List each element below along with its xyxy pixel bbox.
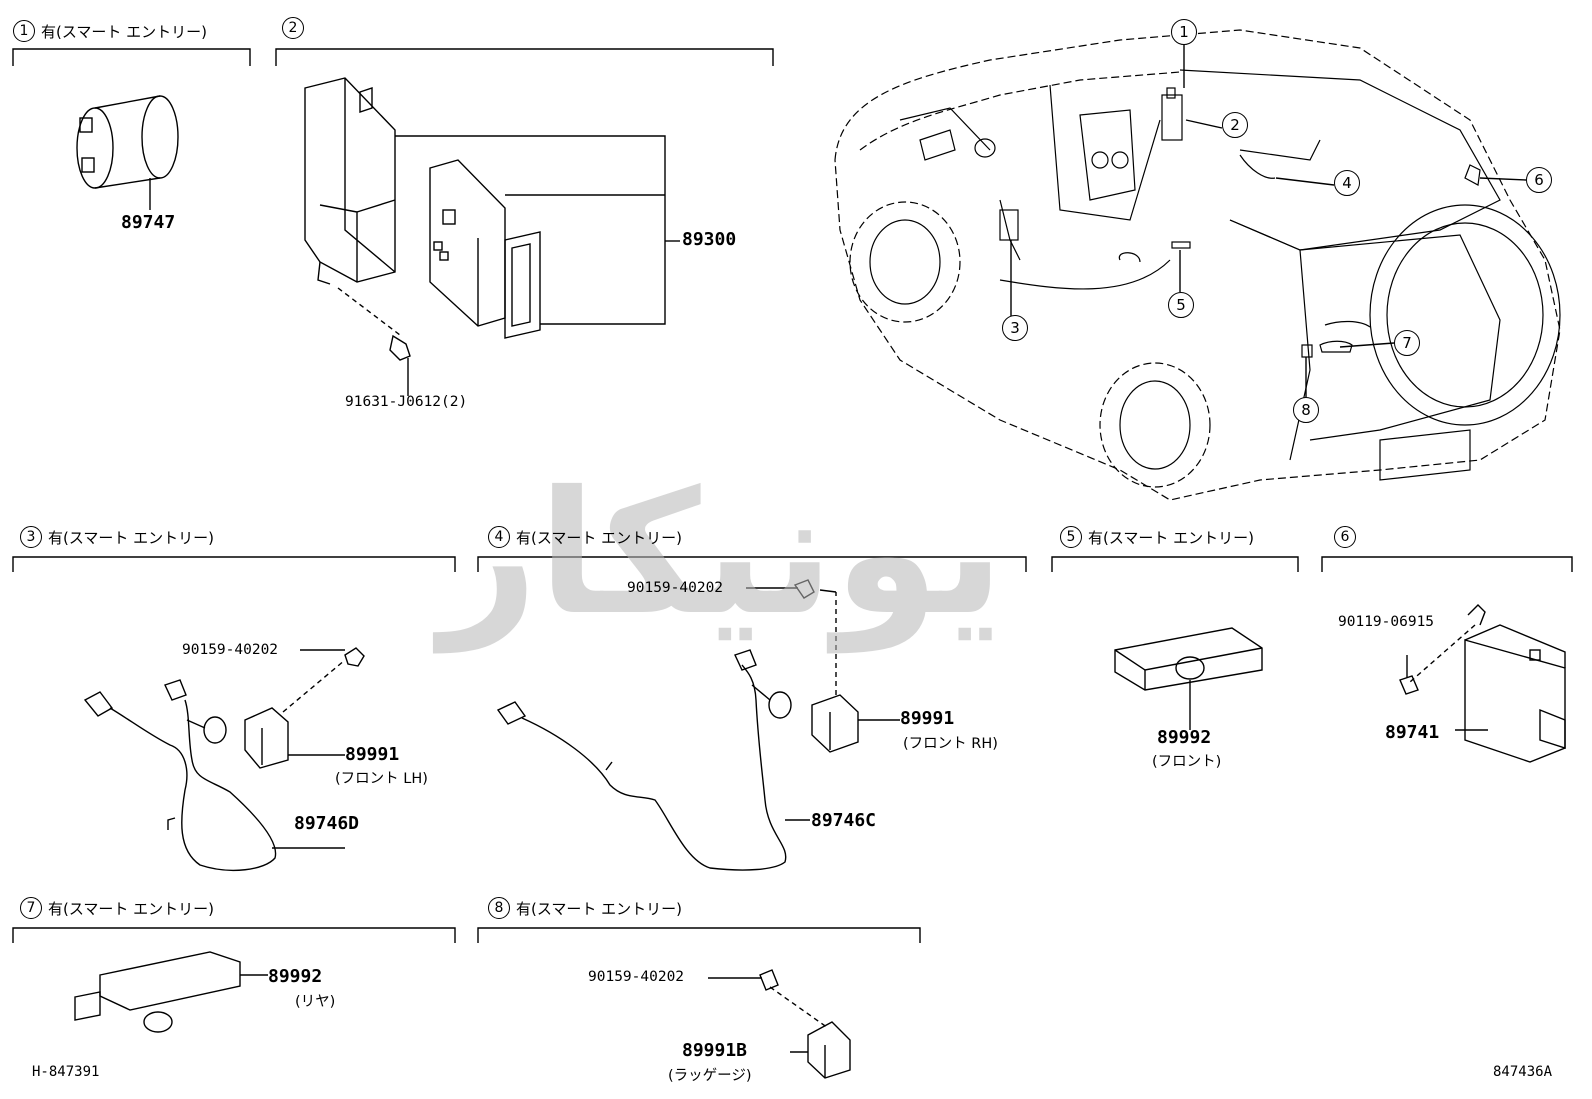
- part-89991b-drawing: [708, 969, 851, 1079]
- vehicle-callout-2[interactable]: 2: [1222, 112, 1248, 138]
- section-number: 3: [20, 526, 42, 548]
- section-number: 8: [488, 897, 510, 919]
- part-sub-89992-front: (フロント): [1152, 754, 1222, 770]
- watermark: یونیکار: [440, 455, 1010, 653]
- part-89300-drawing: [304, 77, 680, 396]
- part-89746c-drawing: [496, 649, 810, 871]
- section-header-6: 6: [1334, 526, 1356, 548]
- part-number-89992-front[interactable]: 89992: [1157, 727, 1212, 748]
- part-number-89992-rear[interactable]: 89992: [268, 966, 323, 987]
- part-number-89991-lh[interactable]: 89991: [345, 744, 400, 765]
- part-sub-89991-lh: (フロント LH): [335, 771, 428, 787]
- part-number-89991b[interactable]: 89991B: [682, 1040, 748, 1061]
- part-89747-drawing: [76, 95, 179, 210]
- part-89992-front-drawing: [1114, 627, 1263, 730]
- vehicle-callout-8[interactable]: 8: [1293, 397, 1319, 423]
- section-number: 4: [488, 526, 510, 548]
- section-header-5: 5 有(スマート エントリー): [1060, 526, 1254, 548]
- illustration-ref-right: 847436A: [1493, 1064, 1553, 1080]
- section-number: 2: [282, 17, 304, 39]
- part-number-90159-lh[interactable]: 90159-40202: [182, 642, 279, 658]
- part-number-90119[interactable]: 90119-06915: [1338, 614, 1435, 630]
- part-sub-89991b: (ラッゲージ): [668, 1068, 752, 1084]
- section-header-2: 2: [282, 17, 304, 39]
- vehicle-callout-1[interactable]: 1: [1171, 19, 1197, 45]
- section-number: 1: [13, 20, 35, 42]
- callout-leaders: [1010, 45, 1527, 397]
- section-label: 有(スマート エントリー): [1088, 528, 1255, 547]
- part-number-91631[interactable]: 91631-J0612(2): [345, 394, 468, 410]
- section-number: 6: [1334, 526, 1356, 548]
- illustration-ref-left: H-847391: [32, 1064, 100, 1080]
- part-89992-rear-drawing: [74, 951, 268, 1033]
- section-label: 有(スマート エントリー): [48, 528, 215, 547]
- section-label: 有(スマート エントリー): [516, 528, 683, 547]
- part-number-89746d[interactable]: 89746D: [294, 813, 360, 834]
- section-number: 5: [1060, 526, 1082, 548]
- section-label: 有(スマート エントリー): [516, 899, 683, 918]
- section-brackets: [12, 48, 1573, 943]
- part-number-90159-rh[interactable]: 90159-40202: [627, 580, 724, 596]
- section-label: 有(スマート エントリー): [48, 899, 215, 918]
- section-header-7: 7 有(スマート エントリー): [20, 897, 214, 919]
- part-number-89991-rh[interactable]: 89991: [900, 708, 955, 729]
- vehicle-drawing: [834, 29, 1561, 501]
- part-sub-89992-rear: (リヤ): [295, 994, 336, 1010]
- part-sub-89991-rh: (フロント RH): [903, 736, 998, 752]
- vehicle-callout-5[interactable]: 5: [1168, 292, 1194, 318]
- part-89991-rh-drawing: [746, 579, 900, 753]
- vehicle-callout-6[interactable]: 6: [1526, 167, 1552, 193]
- section-header-1: 1 有(スマート エントリー): [13, 20, 207, 42]
- part-number-89741[interactable]: 89741: [1385, 722, 1440, 743]
- part-number-89300[interactable]: 89300: [682, 229, 737, 250]
- part-number-89747[interactable]: 89747: [121, 212, 176, 233]
- section-label: 有(スマート エントリー): [41, 22, 208, 41]
- part-number-90159-luggage[interactable]: 90159-40202: [588, 969, 685, 985]
- part-89741-drawing: [1399, 604, 1566, 763]
- section-header-8: 8 有(スマート エントリー): [488, 897, 682, 919]
- section-number: 7: [20, 897, 42, 919]
- section-header-3: 3 有(スマート エントリー): [20, 526, 214, 548]
- part-89991-lh-drawing: [244, 647, 365, 769]
- part-number-89746c[interactable]: 89746C: [811, 810, 877, 831]
- part-89746d-drawing: [83, 679, 345, 872]
- vehicle-callout-7[interactable]: 7: [1394, 330, 1420, 356]
- section-header-4: 4 有(スマート エントリー): [488, 526, 682, 548]
- vehicle-callout-4[interactable]: 4: [1334, 170, 1360, 196]
- vehicle-callout-3[interactable]: 3: [1002, 315, 1028, 341]
